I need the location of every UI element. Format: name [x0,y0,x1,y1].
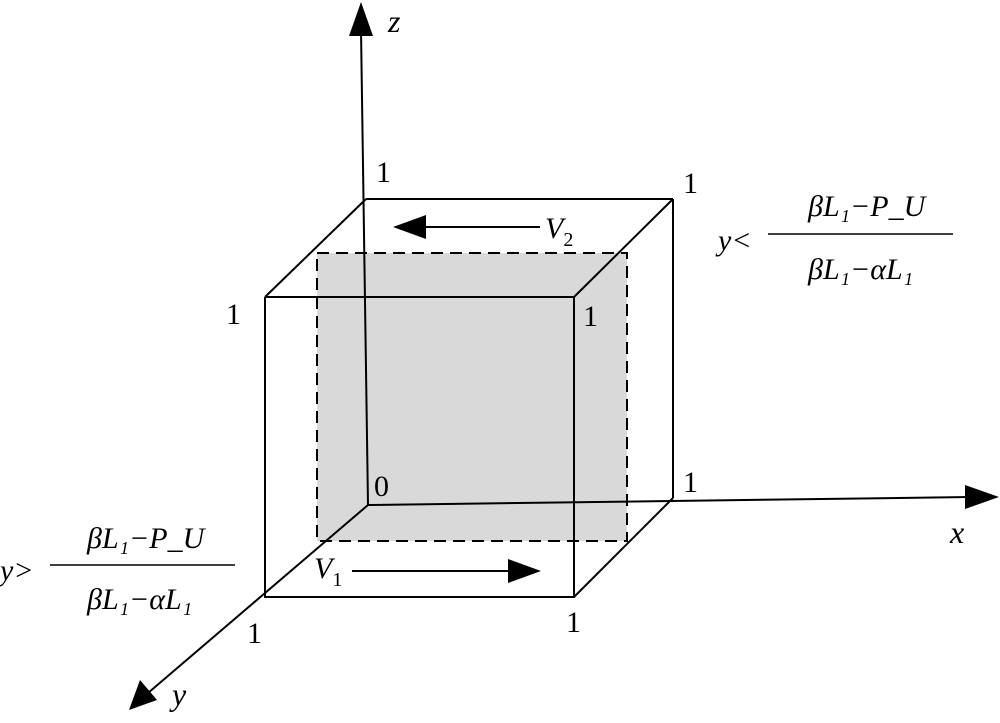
upper-condition: y< βL₁−P_U βL₁−αL₁ [715,190,953,286]
cube-edges [264,198,674,598]
right-mid-label: 1 [583,300,598,333]
y-end-label: 1 [247,617,262,650]
lower-numerator: βL₁−P_U [86,522,207,555]
y-axis-arrowhead [129,680,157,710]
lower-condition-lhs: y> [0,554,34,587]
z-axis-label: z [387,3,401,39]
upper-denominator: βL₁−αL₁ [807,253,913,286]
v2-arrowhead [393,215,426,239]
z-axis [360,29,369,506]
lower-denominator: βL₁−αL₁ [86,583,192,616]
x-axis-label: x [949,514,964,550]
v2-subscript: 2 [563,229,573,251]
bottom-right-label: 1 [566,606,581,639]
v1-arrowhead [508,559,541,583]
origin-label: 0 [374,470,389,503]
y-axis [147,504,369,694]
upper-numerator: βL₁−P_U [807,190,928,223]
x-axis-arrowhead [965,485,999,509]
v1-subscript: 1 [332,569,342,591]
top-right-label: 1 [683,167,698,200]
v2-label: V2 [545,212,573,251]
z-top-label: 1 [376,156,391,189]
left-mid-label: 1 [226,298,241,331]
z-axis-arrowhead [349,2,373,36]
lower-condition: y> βL₁−P_U βL₁−αL₁ [0,522,235,616]
x-end-label: 1 [683,466,698,499]
upper-condition-lhs: y< [715,224,752,257]
y-axis-label: y [169,676,187,712]
v1-label: V1 [314,552,342,591]
